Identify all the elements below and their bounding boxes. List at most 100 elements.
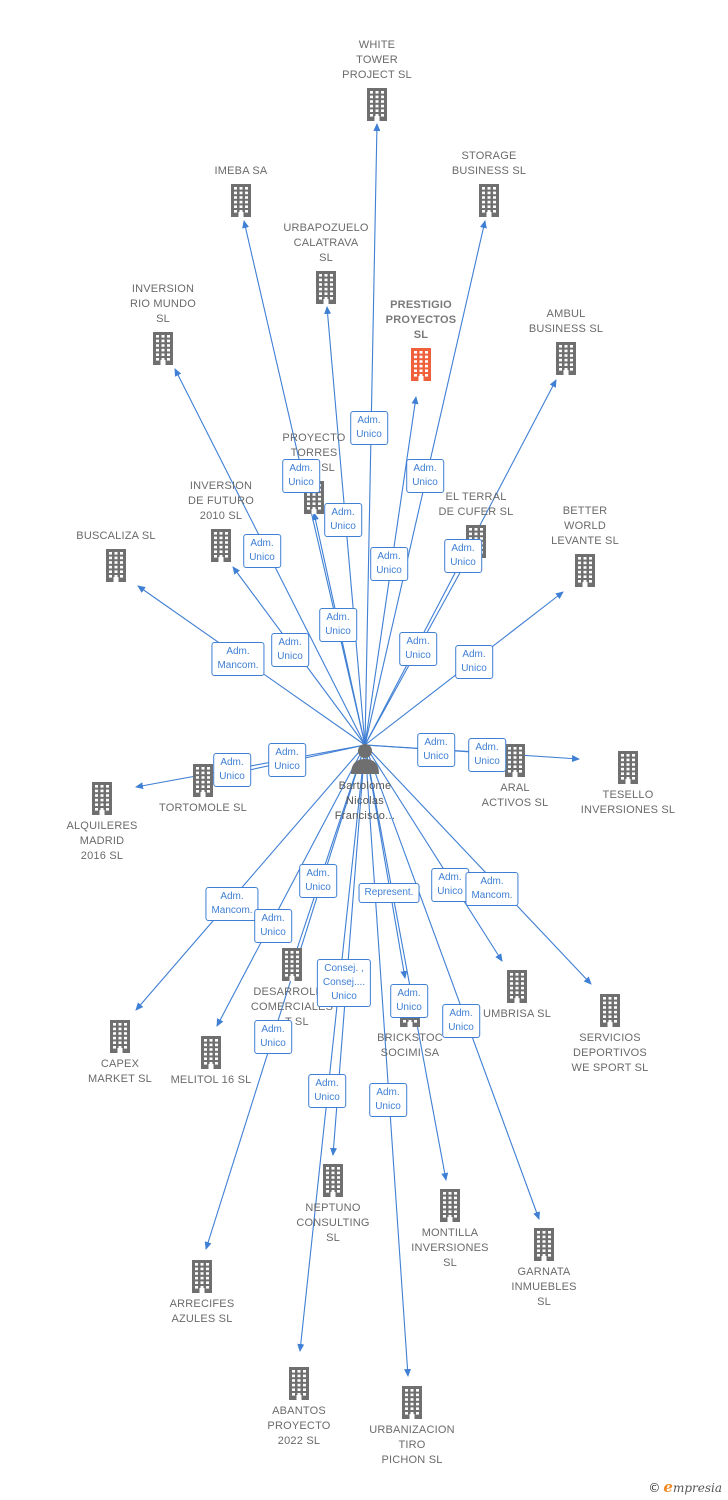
role-badge-alquileres[interactable]: Adm. Unico: [213, 753, 251, 787]
company-node-servicios-deportivos[interactable]: SERVICIOS DEPORTIVOS WE SPORT SL: [555, 993, 665, 1076]
company-label: CAPEX MARKET SL: [88, 1058, 152, 1085]
company-node-urbapozuelo[interactable]: URBAPOZUELO CALATRAVA SL: [271, 221, 381, 304]
company-node-arrecifes[interactable]: ARRECIFES AZULES SL: [147, 1259, 257, 1327]
edge-umbrisa: [364, 744, 503, 962]
brand-logo-text: mpresia: [672, 1481, 722, 1495]
building-icon: [201, 1036, 221, 1069]
company-label: PROYECTO TORRES B...S SL: [282, 432, 346, 474]
company-node-desarrollos[interactable]: DESARROLLO COMERCIALES ...T SL: [237, 947, 347, 1030]
company-label: INVERSION DE FUTURO 2010 SL: [188, 480, 254, 522]
person-icon: [351, 744, 379, 774]
company-node-urbanizacion[interactable]: URBANIZACION TIRO PICHON SL: [357, 1385, 467, 1468]
company-node-tortomole[interactable]: TORTOMOLE SL: [148, 763, 258, 816]
edge-abantos: [297, 744, 366, 1352]
company-node-better-world[interactable]: BETTER WORLD LEVANTE SL: [530, 504, 640, 587]
role-badge-terral[interactable]: Adm. Unico: [399, 632, 437, 666]
building-icon: [110, 1020, 130, 1053]
company-node-inversion-rio-mundo[interactable]: INVERSION RIO MUNDO SL: [108, 282, 218, 365]
building-icon: [618, 751, 638, 784]
company-label: ARRECIFES AZULES SL: [169, 1298, 235, 1325]
role-badge-prestigio[interactable]: Adm. Unico: [370, 547, 408, 581]
company-label: INVERSION RIO MUNDO SL: [130, 283, 196, 325]
footer-brand[interactable]: ©empresia: [648, 1478, 722, 1496]
company-node-garnata[interactable]: GARNATA INMUEBLES SL: [489, 1227, 599, 1310]
building-icon: [402, 1386, 422, 1419]
building-icon: [106, 549, 126, 582]
role-badge-storage[interactable]: Adm. Unico: [406, 459, 444, 493]
company-label: ARAL ACTIVOS SL: [481, 782, 549, 809]
company-node-imeba[interactable]: IMEBA SA: [186, 164, 296, 217]
role-badge-tesello[interactable]: Adm. Unico: [468, 738, 506, 772]
role-badge-montilla[interactable]: Adm. Unico: [390, 984, 428, 1018]
building-icon: [556, 342, 576, 375]
person-node[interactable]: Bartolome Nicolas Francisco...: [310, 741, 420, 824]
building-icon: [289, 1367, 309, 1400]
role-badge-garnata[interactable]: Adm. Unico: [442, 1004, 480, 1038]
role-badge-buscaliza[interactable]: Adm. Mancom.: [211, 642, 265, 676]
role-badge-arrecifes[interactable]: Adm. Unico: [254, 1020, 292, 1054]
building-icon: [192, 1260, 212, 1293]
company-label: BETTER WORLD LEVANTE SL: [551, 505, 619, 547]
role-badge-urbanizacion[interactable]: Adm. Unico: [369, 1083, 407, 1117]
company-label: GARNATA INMUEBLES SL: [511, 1266, 577, 1308]
role-badge-desarrollos[interactable]: Adm. Unico: [299, 864, 337, 898]
role-badge-tortomole[interactable]: Adm. Unico: [268, 743, 306, 777]
company-label: PRESTIGIO PROYECTOS SL: [385, 299, 457, 341]
company-node-inversion-de-futuro[interactable]: INVERSION DE FUTURO 2010 SL: [166, 479, 276, 562]
edge-brickstock: [364, 744, 408, 979]
role-badge-torres[interactable]: Adm. Unico: [319, 608, 357, 642]
company-node-melitol[interactable]: MELITOL 16 SL: [156, 1035, 266, 1088]
company-node-alquileres-madrid[interactable]: ALQUILERES MADRID 2016 SL: [47, 781, 157, 864]
company-label: MELITOL 16 SL: [170, 1074, 252, 1086]
company-node-aral-activos[interactable]: ARAL ACTIVOS SL: [460, 743, 570, 811]
company-node-ambul-business[interactable]: AMBUL BUSINESS SL: [511, 307, 621, 375]
building-icon: [534, 1228, 554, 1261]
company-label: WHITE TOWER PROJECT SL: [342, 39, 412, 81]
role-badge-ambul[interactable]: Adm. Unico: [444, 539, 482, 573]
role-badge-aral[interactable]: Adm. Unico: [417, 733, 455, 767]
building-icon: [282, 948, 302, 981]
company-node-prestigio-proyectos[interactable]: PRESTIGIO PROYECTOS SL: [366, 298, 476, 381]
role-badge-better[interactable]: Adm. Unico: [455, 645, 493, 679]
edge-arrecifes: [204, 744, 366, 1250]
company-node-white-tower[interactable]: WHITE TOWER PROJECT SL: [322, 38, 432, 121]
company-node-umbrisa[interactable]: UMBRISA SL: [462, 969, 572, 1022]
company-label: URBAPOZUELO CALATRAVA SL: [283, 222, 369, 264]
company-label: URBANIZACION TIRO PICHON SL: [369, 1424, 455, 1466]
building-icon: [193, 764, 213, 797]
company-label: MONTILLA INVERSIONES SL: [411, 1227, 489, 1269]
role-badge-capex[interactable]: Adm. Mancom.: [205, 887, 259, 921]
building-icon: [367, 88, 387, 121]
company-node-tesello[interactable]: TESELLO INVERSIONES SL: [573, 750, 683, 818]
role-badge-servicios[interactable]: Adm. Mancom.: [465, 872, 519, 906]
role-badge-rio-mundo[interactable]: Adm. Unico: [243, 534, 281, 568]
company-label: SERVICIOS DEPORTIVOS WE SPORT SL: [571, 1032, 649, 1074]
company-node-storage-business[interactable]: STORAGE BUSINESS SL: [434, 149, 544, 217]
role-badge-urbapozuelo[interactable]: Adm. Unico: [324, 503, 362, 537]
company-node-buscaliza[interactable]: BUSCALIZA SL: [61, 529, 171, 582]
role-badge-umbrisa[interactable]: Adm. Unico: [431, 868, 469, 902]
company-label: NEPTUNO CONSULTING SL: [296, 1202, 370, 1244]
role-badge-brickstock[interactable]: Represent.: [358, 883, 420, 903]
role-badge-futuro[interactable]: Adm. Unico: [271, 633, 309, 667]
role-badge-abantos[interactable]: Adm. Unico: [308, 1074, 346, 1108]
building-icon: [505, 744, 525, 777]
person-name: Bartolome Nicolas Francisco...: [334, 780, 396, 822]
company-label: AMBUL BUSINESS SL: [528, 308, 604, 335]
company-node-capex-market[interactable]: CAPEX MARKET SL: [65, 1019, 175, 1087]
building-icon: [323, 1164, 343, 1197]
company-node-abantos[interactable]: ABANTOS PROYECTO 2022 SL: [244, 1366, 354, 1449]
building-icon: [575, 554, 595, 587]
company-label: UMBRISA SL: [482, 1008, 552, 1020]
role-badge-white-tower[interactable]: Adm. Unico: [350, 411, 388, 445]
building-icon: [479, 184, 499, 217]
role-badge-melitol[interactable]: Adm. Unico: [254, 909, 292, 943]
role-badge-imeba[interactable]: Adm. Unico: [282, 459, 320, 493]
edge-urbanizacion: [364, 744, 412, 1377]
role-badge-neptuno[interactable]: Consej. , Consej.... Unico: [316, 959, 372, 1007]
company-label: ABANTOS PROYECTO 2022 SL: [267, 1405, 331, 1447]
building-icon: [211, 529, 231, 562]
company-node-montilla[interactable]: MONTILLA INVERSIONES SL: [395, 1188, 505, 1271]
company-node-neptuno[interactable]: NEPTUNO CONSULTING SL: [278, 1163, 388, 1246]
edge-servicios-deportivos: [364, 744, 592, 985]
